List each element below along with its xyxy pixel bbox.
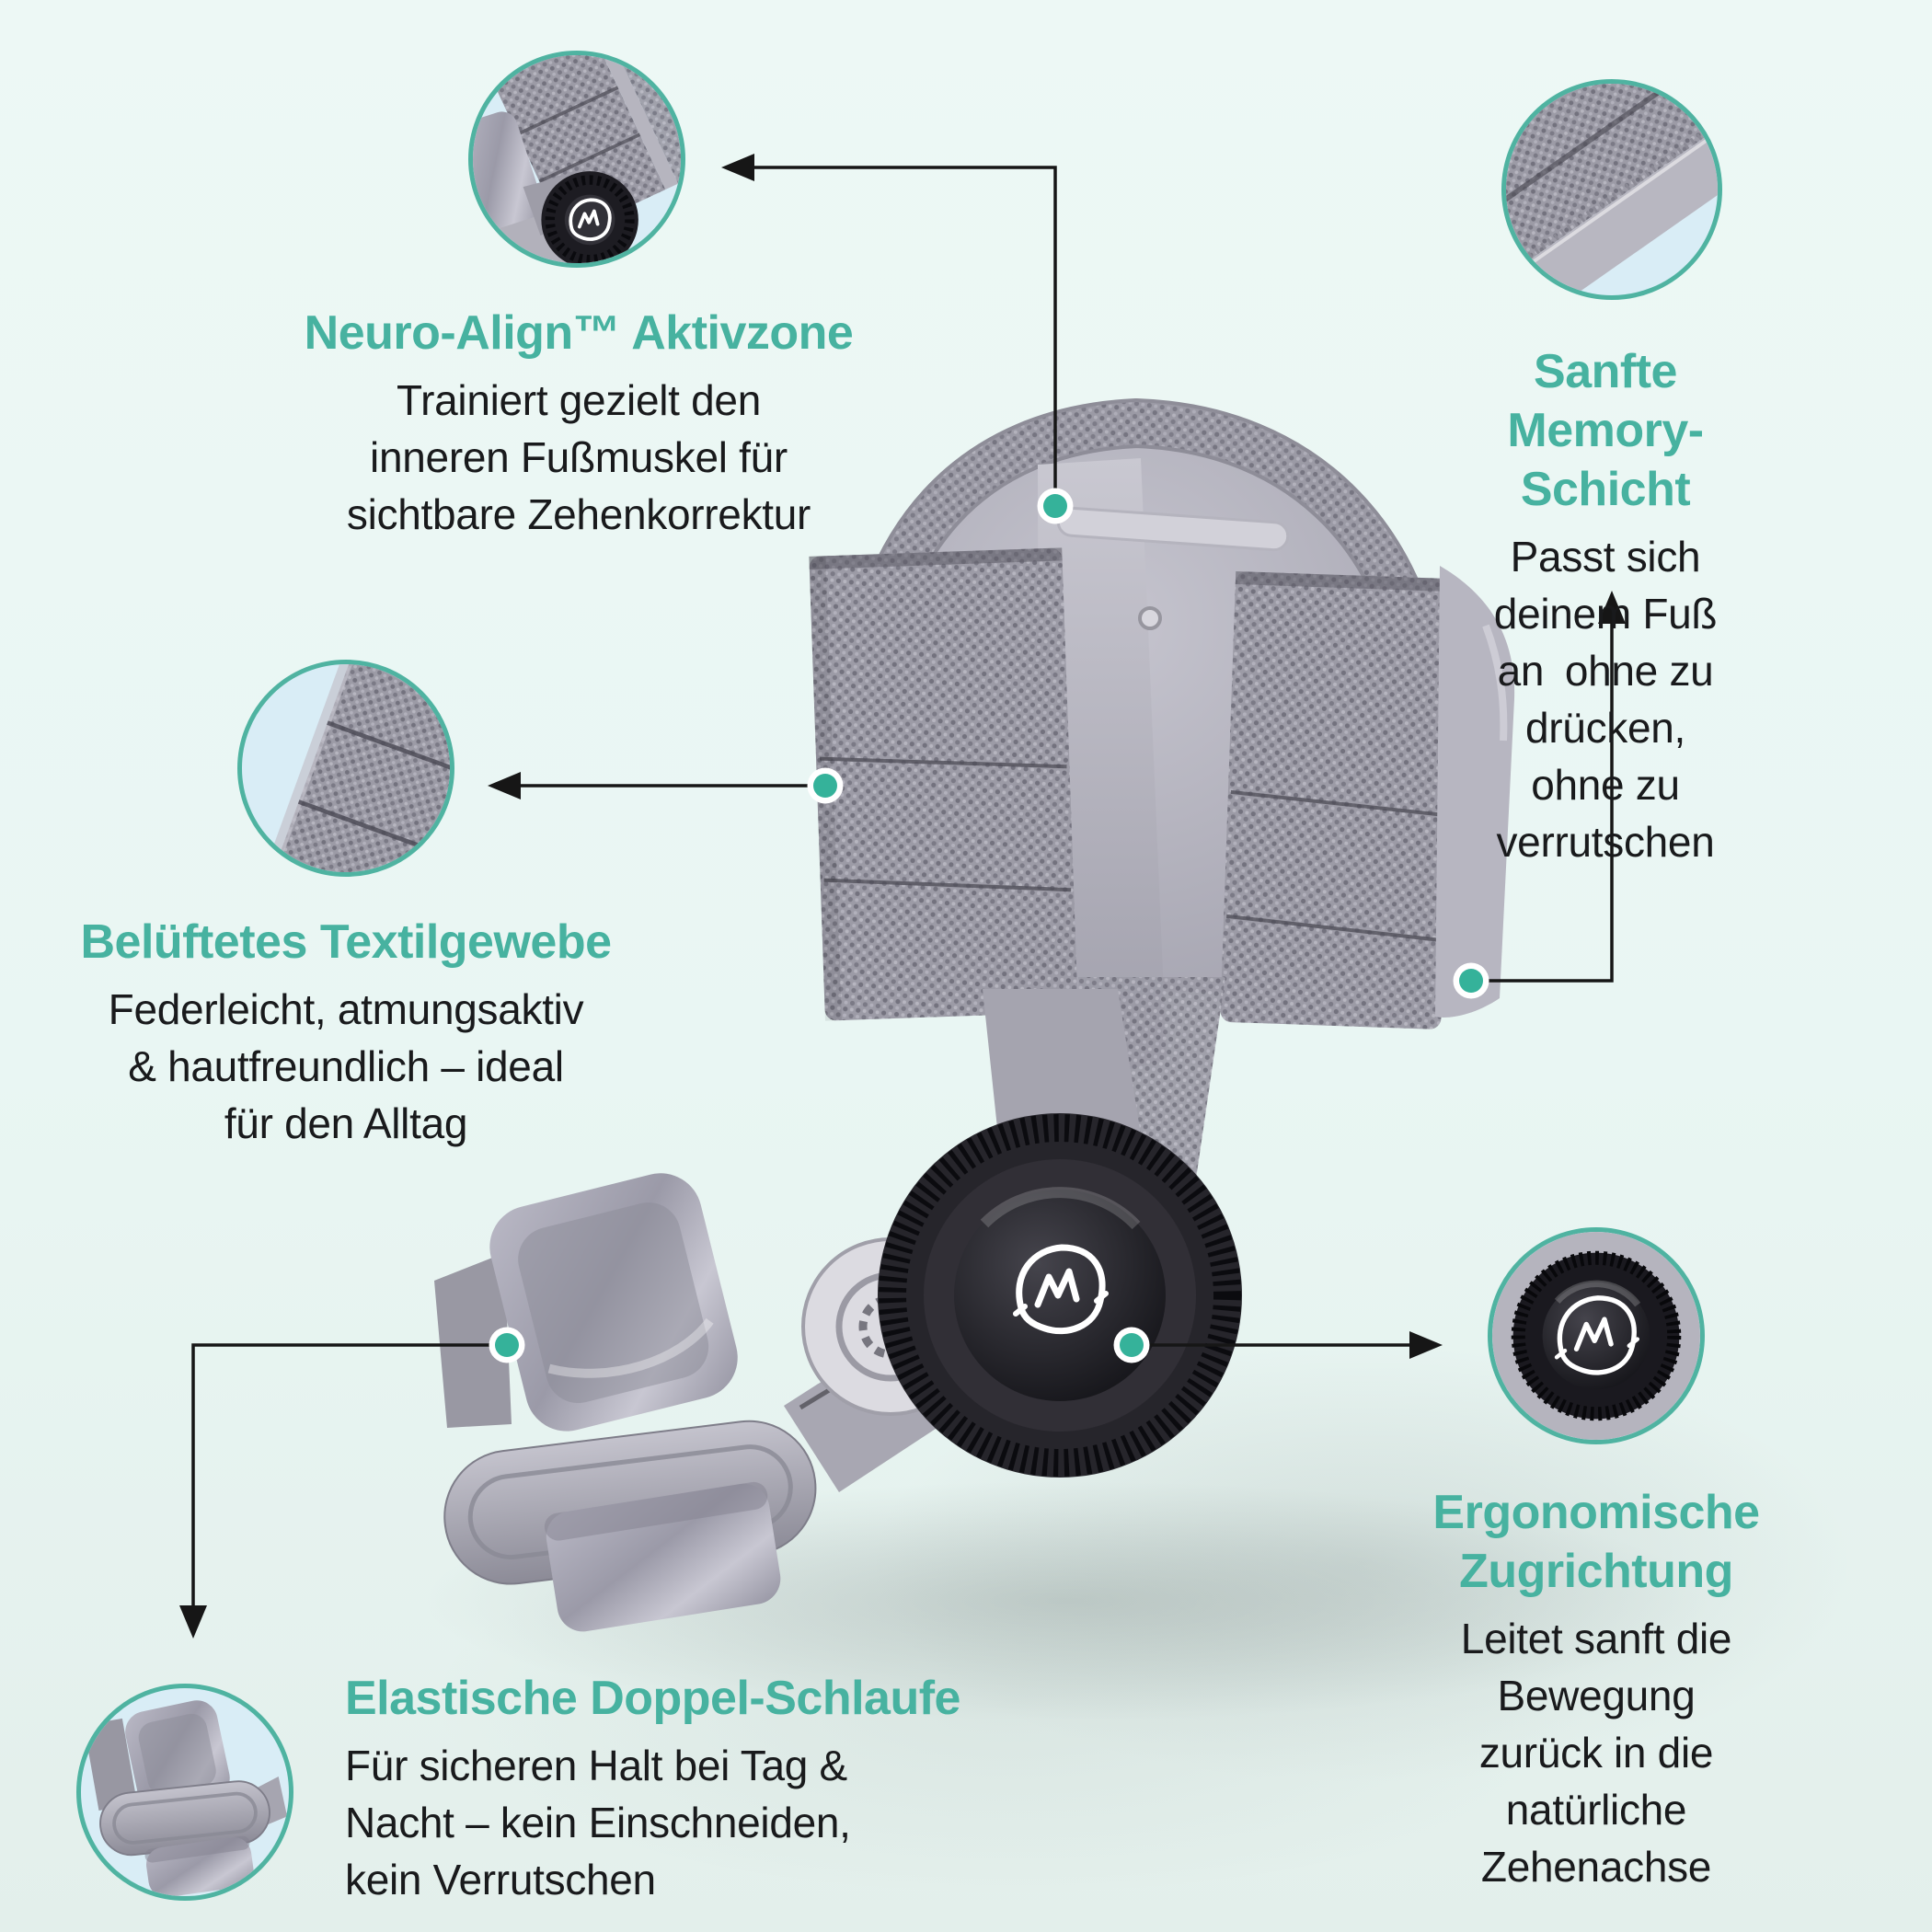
callout-textilgewebe: Belüftetes Textilgewebe Federleicht, atm…: [80, 913, 612, 1152]
callout-body-neuro-align: Trainiert gezielt den inneren Fußmuskel …: [346, 376, 811, 538]
connector-memory: [1471, 622, 1614, 983]
callout-body-memory-schicht: Passt sich deinem Fuß an ohne zu drücken…: [1493, 533, 1718, 866]
right-strap: [1220, 570, 1457, 1029]
anchor-dot-textil: [807, 767, 844, 804]
callout-memory-schicht: Sanfte Memory-Schicht Passt sich deinem …: [1443, 342, 1769, 870]
connector-schlaufe: [191, 1343, 507, 1607]
callout-neuro-align: Neuro-Align™ Aktivzone Trainiert gezielt…: [305, 304, 854, 543]
dial-logo: [1013, 1244, 1109, 1335]
callout-title-textilgewebe: Belüftetes Textilgewebe: [80, 915, 612, 969]
detail-circle-toe-loop: [76, 1684, 293, 1901]
arrowhead-up-memory: [1598, 591, 1626, 624]
callout-body-zugrichtung: Leitet sanft die Bewegung zurück in die …: [1460, 1615, 1732, 1891]
callout-title-memory-schicht: Sanfte Memory-Schicht: [1507, 345, 1704, 516]
callout-body-doppel-schlaufe: Für sicheren Halt bei Tag & Nacht – kein…: [345, 1742, 851, 1903]
anchor-dot-neuro: [1037, 488, 1074, 524]
anchor-dots: [489, 488, 1489, 1363]
callout-title-neuro-align: Neuro-Align™ Aktivzone: [304, 306, 854, 360]
anchor-dot-schlaufe: [489, 1327, 525, 1363]
mini-dial: [541, 171, 638, 263]
callout-zugrichtung: Ergonomische Zugrichtung Leitet sanft di…: [1429, 1483, 1765, 1895]
memory-layer-band: [1435, 566, 1515, 1018]
velcro-tab: [434, 1253, 512, 1428]
arrowhead-down-schlaufe: [179, 1605, 207, 1639]
callout-body-textilgewebe: Federleicht, atmungsaktiv & hautfreundli…: [108, 985, 584, 1147]
anchor-dot-dial: [1113, 1327, 1150, 1363]
upper-loop-strap: [489, 1173, 738, 1432]
connector-neuro-align: [753, 166, 1057, 506]
anchor-dot-memory: [1453, 962, 1489, 999]
lower-loop-strap: [544, 1481, 781, 1632]
arrowhead-left-textil: [488, 772, 521, 799]
arrowhead-right-dial: [1409, 1331, 1443, 1359]
rotary-dial: [878, 1113, 1242, 1478]
arrowhead-left-neuro: [721, 154, 754, 181]
callout-title-doppel-schlaufe: Elastische Doppel-Schlaufe: [345, 1672, 960, 1725]
callout-title-zugrichtung: Ergonomische Zugrichtung: [1432, 1486, 1760, 1598]
detail-circle-dial: [1488, 1227, 1705, 1444]
callout-doppel-schlaufe: Elastische Doppel-Schlaufe Für sicheren …: [345, 1669, 960, 1908]
